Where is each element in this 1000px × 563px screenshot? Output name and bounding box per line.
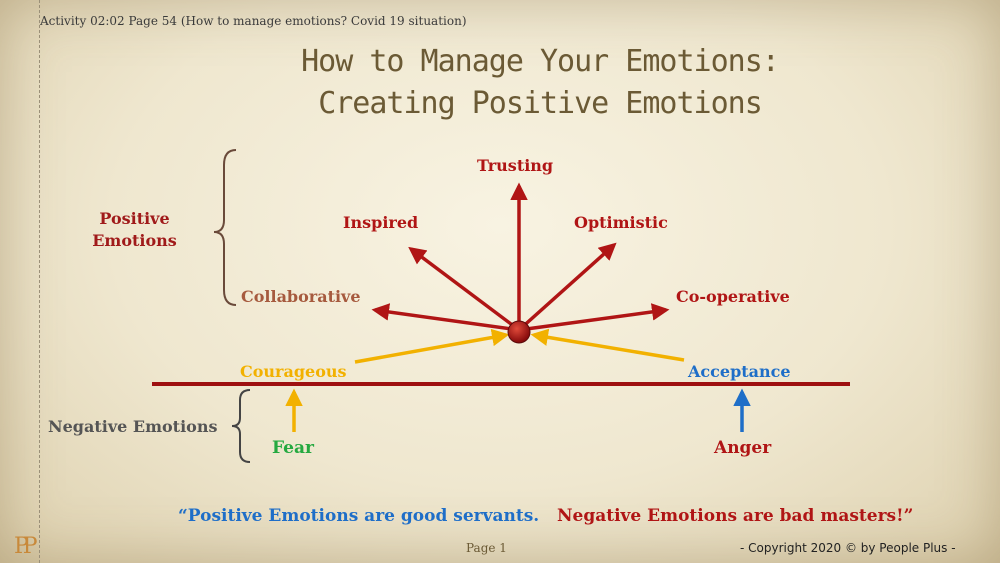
label-fear: Fear <box>272 438 314 458</box>
label-acceptance: Acceptance <box>688 362 791 381</box>
title-line-2: Creating Positive Emotions <box>318 86 763 121</box>
arrow-optimistic <box>517 242 617 332</box>
quote: “Positive Emotions are good servants. Ne… <box>178 506 913 526</box>
page-number: Page 1 <box>466 541 507 555</box>
copyright: - Copyright 2020 © by People Plus - <box>740 541 956 555</box>
arrow-cooperative <box>518 303 670 332</box>
label-courageous: Courageous <box>240 362 347 381</box>
margin-dotted-line <box>39 0 40 563</box>
positive-brace <box>213 149 237 306</box>
negative-brace <box>231 389 251 463</box>
label-optimistic: Optimistic <box>574 213 668 232</box>
label-collaborative: Collaborative <box>241 287 361 306</box>
label-inspired: Inspired <box>343 213 419 232</box>
people-plus-logo: PP <box>14 534 37 559</box>
label-cooperative: Co-operative <box>676 287 790 306</box>
positive-emotions-label: Positive Emotions <box>92 209 177 250</box>
arrow-inspired <box>408 246 521 332</box>
center-node <box>507 320 531 344</box>
label-anger: Anger <box>714 438 772 458</box>
arrow-courageous-to-center <box>354 328 510 364</box>
activity-header: Activity 02:02 Page 54 (How to manage em… <box>40 14 467 28</box>
arrow-acceptance-to-center <box>530 328 685 362</box>
label-trusting: Trusting <box>477 156 554 175</box>
quote-part-positive: “Positive Emotions are good servants. <box>178 506 540 526</box>
title-line-1: How to Manage Your Emotions: <box>301 44 780 79</box>
arrow-collaborative <box>371 303 520 332</box>
negative-emotions-label: Negative Emotions <box>48 417 218 436</box>
quote-part-negative: Negative Emotions are bad masters!” <box>556 506 914 526</box>
